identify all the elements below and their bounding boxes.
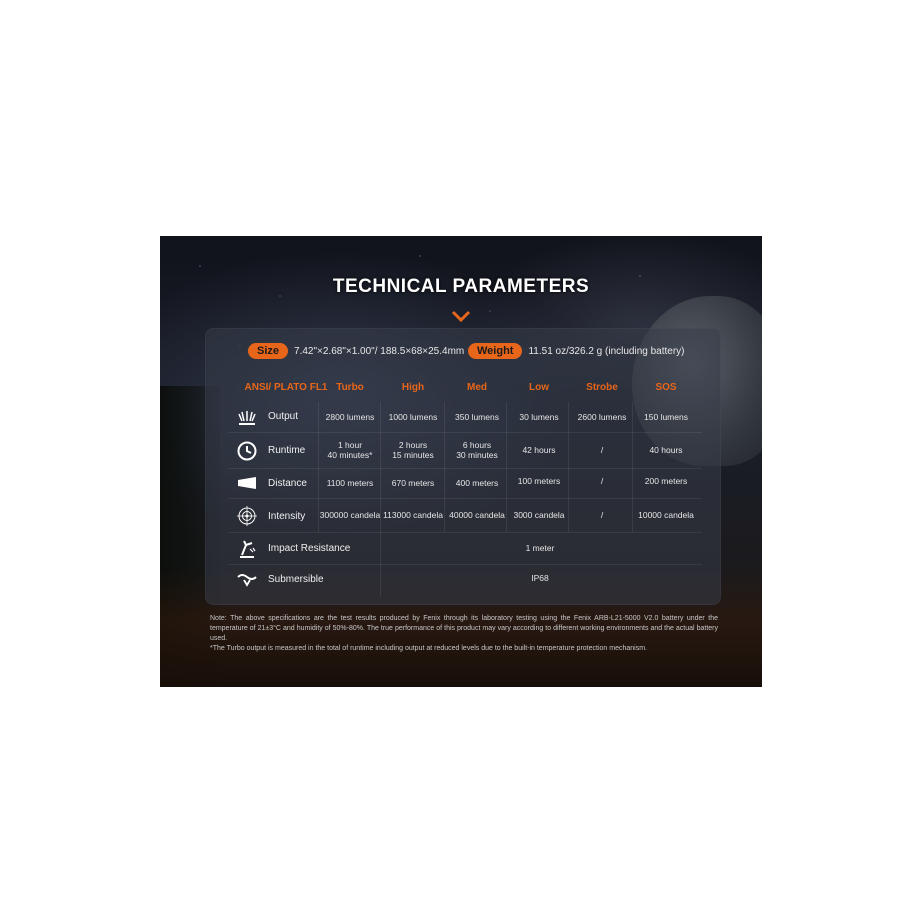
output-sos: 150 lumens <box>644 412 688 422</box>
weight-spec: Weight 11.51 oz/326.2 g (including batte… <box>468 343 685 359</box>
distance-turbo: 1100 meters <box>326 478 374 488</box>
footnote: Note: The above specifications are the t… <box>210 614 718 654</box>
intensity-strobe: / <box>600 510 604 520</box>
runtime-turbo-line2: 40 minutes* <box>327 450 373 460</box>
submersible-value: IP68 <box>531 573 549 583</box>
runtime-sos: 40 hours <box>649 445 683 455</box>
header-sos: SOS <box>655 382 677 393</box>
output-turbo: 2800 lumens <box>325 412 375 422</box>
output-low: 30 lumens <box>519 412 559 422</box>
row-label-intensity: Intensity <box>268 511 306 522</box>
intensity-med: 40000 candela <box>449 510 505 520</box>
distance-med: 400 meters <box>455 478 499 488</box>
footnote-turbo: *The Turbo output is measured in the tot… <box>210 645 647 652</box>
output-med: 350 lumens <box>455 412 499 422</box>
target-icon <box>237 506 257 526</box>
runtime-high-line2: 15 minutes <box>392 450 434 460</box>
size-value: 7.42"×2.68"×1.00"/ 188.5×68×25.4mm <box>294 345 465 357</box>
table-row: Runtime <box>228 434 702 469</box>
header-high: High <box>401 382 425 393</box>
row-label-impact: Impact Resistance <box>268 543 351 554</box>
water-icon <box>237 574 257 587</box>
intensity-turbo: 300000 candela <box>319 510 381 520</box>
header-standard: ANSI/ PLATO FL1 <box>244 382 328 393</box>
beam-distance-icon <box>238 477 256 489</box>
size-badge: Size <box>248 343 289 359</box>
header-low: Low <box>529 382 549 393</box>
output-strobe: 2600 lumens <box>577 412 627 422</box>
table-row: Submersible <box>228 564 702 594</box>
runtime-low: 42 hours <box>522 445 556 455</box>
weight-value: 11.51 oz/326.2 g (including battery) <box>528 345 685 357</box>
column-divider <box>444 402 445 532</box>
impact-value: 1 meter <box>525 543 555 553</box>
intensity-sos: 10000 candela <box>638 510 694 520</box>
distance-sos: 200 meters <box>644 476 688 486</box>
row-label-distance: Distance <box>268 478 307 489</box>
weight-badge: Weight <box>468 343 523 359</box>
row-label-output: Output <box>268 411 299 422</box>
column-divider <box>318 402 319 532</box>
size-spec: Size 7.42"×2.68"×1.00"/ 188.5×68×25.4mm <box>248 343 464 359</box>
runtime-turbo: 1 hour 40 minutes* <box>320 440 380 460</box>
column-divider <box>568 402 569 532</box>
table-row: Distance <box>228 468 702 499</box>
header-med: Med <box>467 382 487 393</box>
runtime-med-line2: 30 minutes <box>456 450 498 460</box>
clock-icon <box>237 441 257 461</box>
intensity-low: 3000 candela <box>513 510 565 520</box>
distance-high: 670 meters <box>391 478 435 488</box>
table-row: Intensity <box>228 500 702 533</box>
runtime-high-line1: 2 hours <box>398 440 428 450</box>
header-strobe: Strobe <box>586 382 618 393</box>
row-label-runtime: Runtime <box>268 445 306 456</box>
runtime-turbo-line1: 1 hour <box>337 440 363 450</box>
runtime-high: 2 hours 15 minutes <box>382 440 444 460</box>
distance-strobe: / <box>600 476 604 486</box>
footnote-test-conditions: Note: The above specifications are the t… <box>210 615 718 642</box>
column-divider <box>632 402 633 532</box>
page-title: TECHNICAL PARAMETERS <box>332 276 590 297</box>
table-row: Impact Resistance <box>228 532 702 565</box>
chevron-down-icon <box>451 310 471 322</box>
output-icon <box>238 411 256 425</box>
runtime-strobe: / <box>600 445 604 455</box>
header-turbo: Turbo <box>336 382 364 393</box>
distance-low: 100 meters <box>517 476 561 486</box>
intensity-high: 113000 candela <box>383 510 443 520</box>
product-poster: TECHNICAL PARAMETERS Size 7.42"×2.68"×1.… <box>160 236 762 687</box>
impact-icon <box>240 540 256 558</box>
table-row: Output <box>228 402 702 433</box>
spec-panel <box>205 328 721 605</box>
column-divider <box>380 402 381 597</box>
runtime-med-line1: 6 hours <box>462 440 492 450</box>
output-high: 1000 lumens <box>388 412 438 422</box>
column-divider <box>506 402 507 532</box>
row-label-submersible: Submersible <box>268 574 324 585</box>
runtime-med: 6 hours 30 minutes <box>446 440 508 460</box>
